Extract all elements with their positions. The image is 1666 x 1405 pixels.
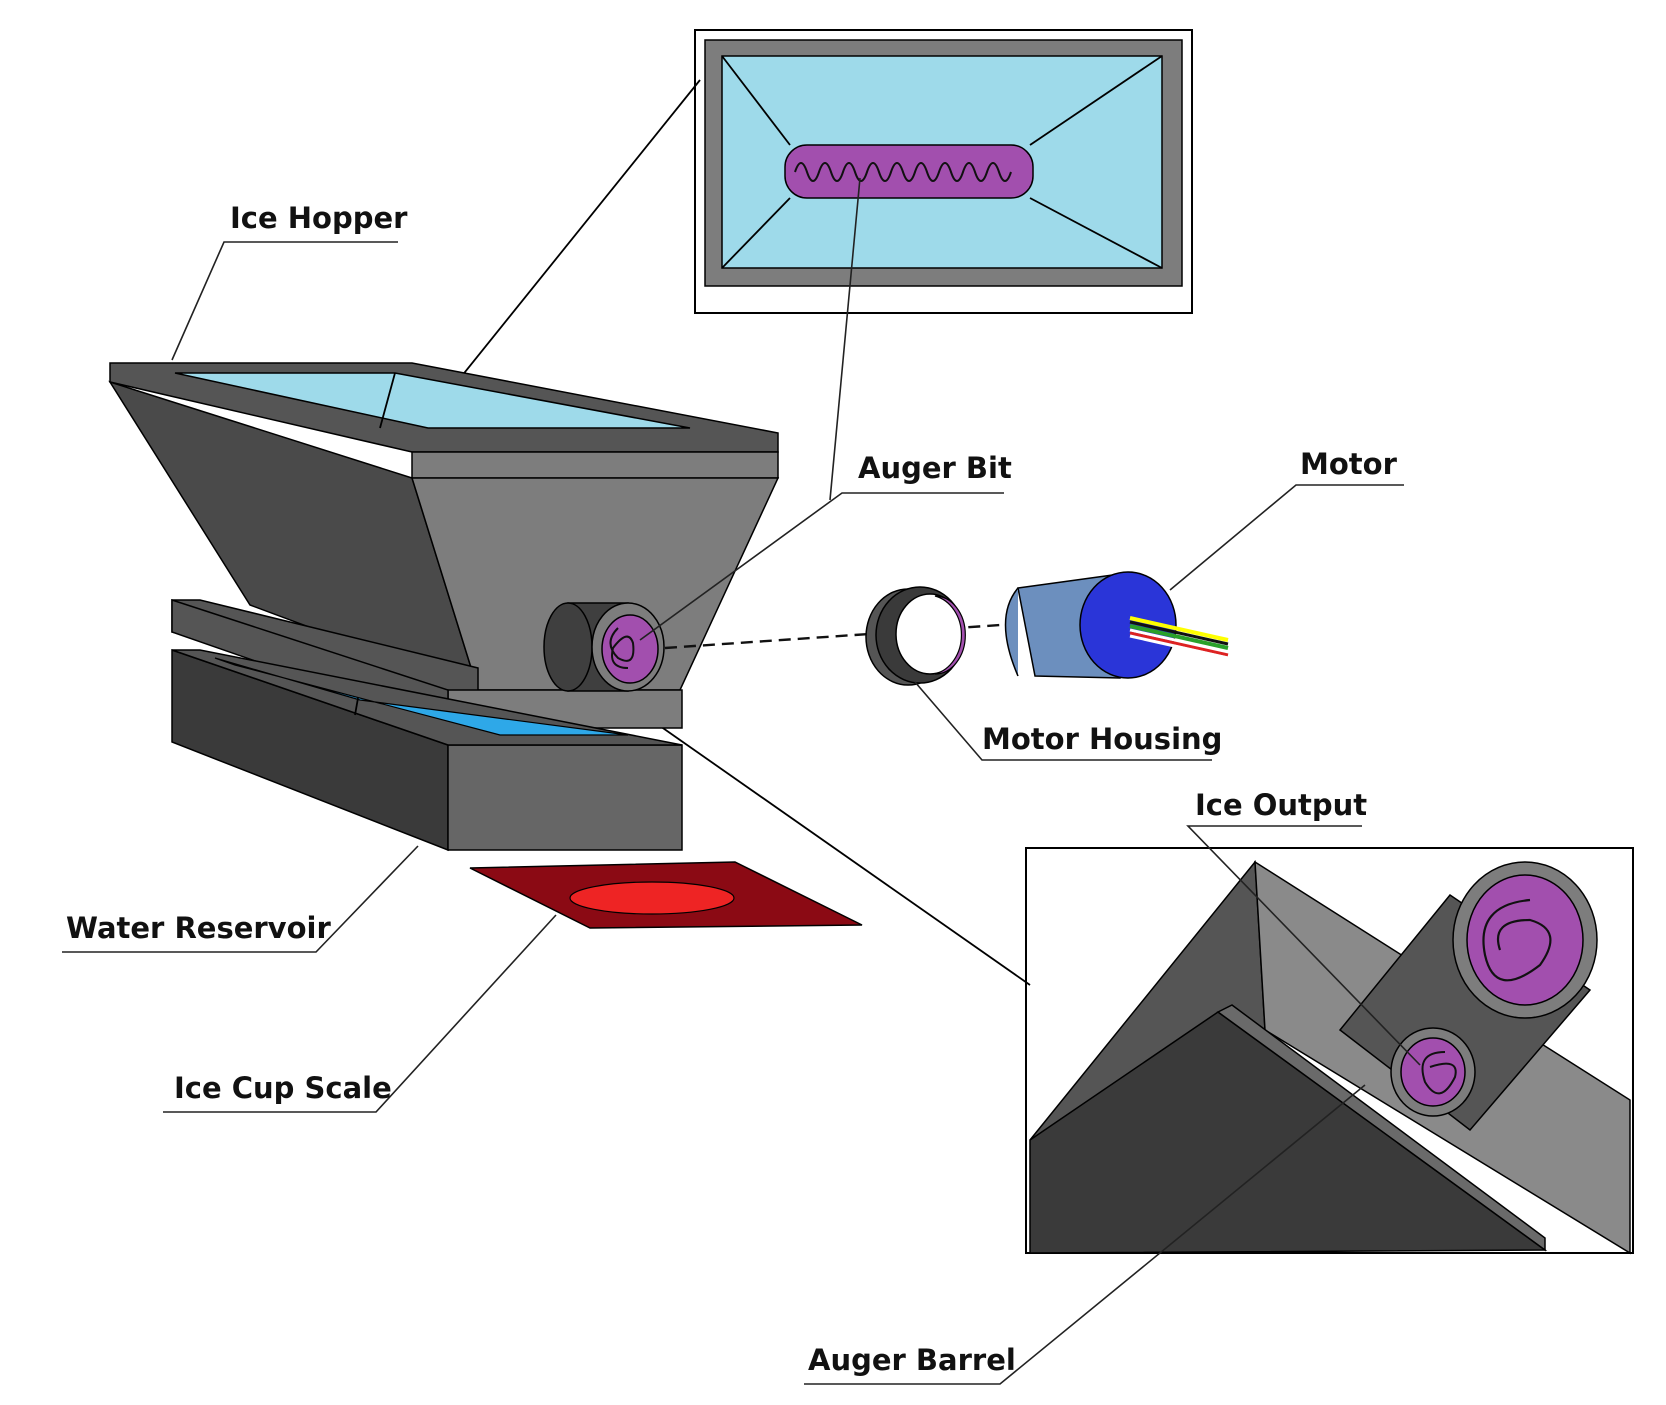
motor-housing [865,586,966,686]
label-auger-barrel-text: Auger Barrel [808,1343,1016,1377]
label-motor-text: Motor [1300,447,1398,481]
label-ice-cup-scale-text: Ice Cup Scale [174,1071,392,1105]
motor-wires [1129,616,1229,660]
ice-output-hole [1400,1037,1466,1107]
label-motor-housing: Motor Housing [914,681,1222,761]
label-motor-housing-text: Motor Housing [982,722,1222,756]
label-ice-hopper-text: Ice Hopper [230,201,408,235]
label-ice-output: Ice Output [1186,788,1421,1066]
label-water-reservoir: Water Reservoir [62,845,419,953]
auger-bit-top [784,144,1034,199]
auger-barrel-main [543,602,665,692]
ice-cup-scale [469,861,863,929]
water-reservoir [171,648,683,852]
ice-output-inset [1025,847,1634,1255]
top-view-inset [694,29,1193,314]
label-auger-bit-text: Auger Bit [858,451,1012,485]
label-ice-hopper: Ice Hopper [171,201,408,361]
label-motor: Motor [1169,447,1404,591]
ice-hopper [108,362,780,692]
motor [1004,571,1229,679]
label-ice-output-text: Ice Output [1195,788,1367,822]
auger-purple-large [1466,874,1584,1006]
label-ice-cup-scale: Ice Cup Scale [163,914,557,1113]
label-auger-bit: Auger Bit [639,177,1012,641]
label-water-reservoir-text: Water Reservoir [66,911,331,945]
label-auger-barrel: Auger Barrel [804,1084,1366,1385]
